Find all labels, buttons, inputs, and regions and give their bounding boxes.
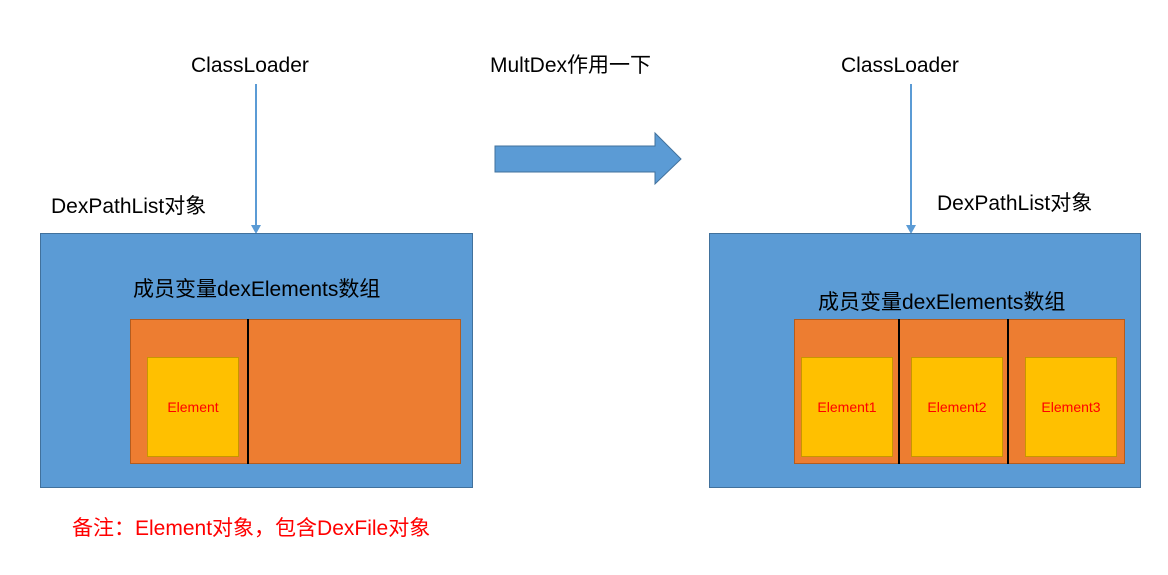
left-array-divider — [247, 319, 249, 464]
left-array-title: 成员变量dexElements数组 — [133, 278, 381, 301]
right-array-divider-1 — [898, 319, 900, 464]
left-dexpathlist-label: DexPathList对象 — [51, 195, 207, 218]
left-element-1: Element — [147, 357, 239, 457]
right-classloader-label: ClassLoader — [841, 54, 959, 77]
left-connector-arrowhead — [251, 225, 261, 234]
left-classloader-label: ClassLoader — [191, 54, 309, 77]
right-arrow-icon — [494, 131, 682, 186]
right-element-1: Element1 — [801, 357, 893, 457]
right-connector-line — [910, 84, 912, 226]
right-connector-arrowhead — [906, 225, 916, 234]
right-array-title: 成员变量dexElements数组 — [818, 291, 1066, 314]
right-element-3: Element3 — [1025, 357, 1117, 457]
right-array-divider-2 — [1007, 319, 1009, 464]
right-dexpathlist-label: DexPathList对象 — [937, 192, 1093, 215]
footnote: 备注：Element对象，包含DexFile对象 — [72, 517, 431, 540]
right-element-2: Element2 — [911, 357, 1003, 457]
multdex-caption: MultDex作用一下 — [490, 54, 652, 77]
left-connector-line — [255, 84, 257, 226]
